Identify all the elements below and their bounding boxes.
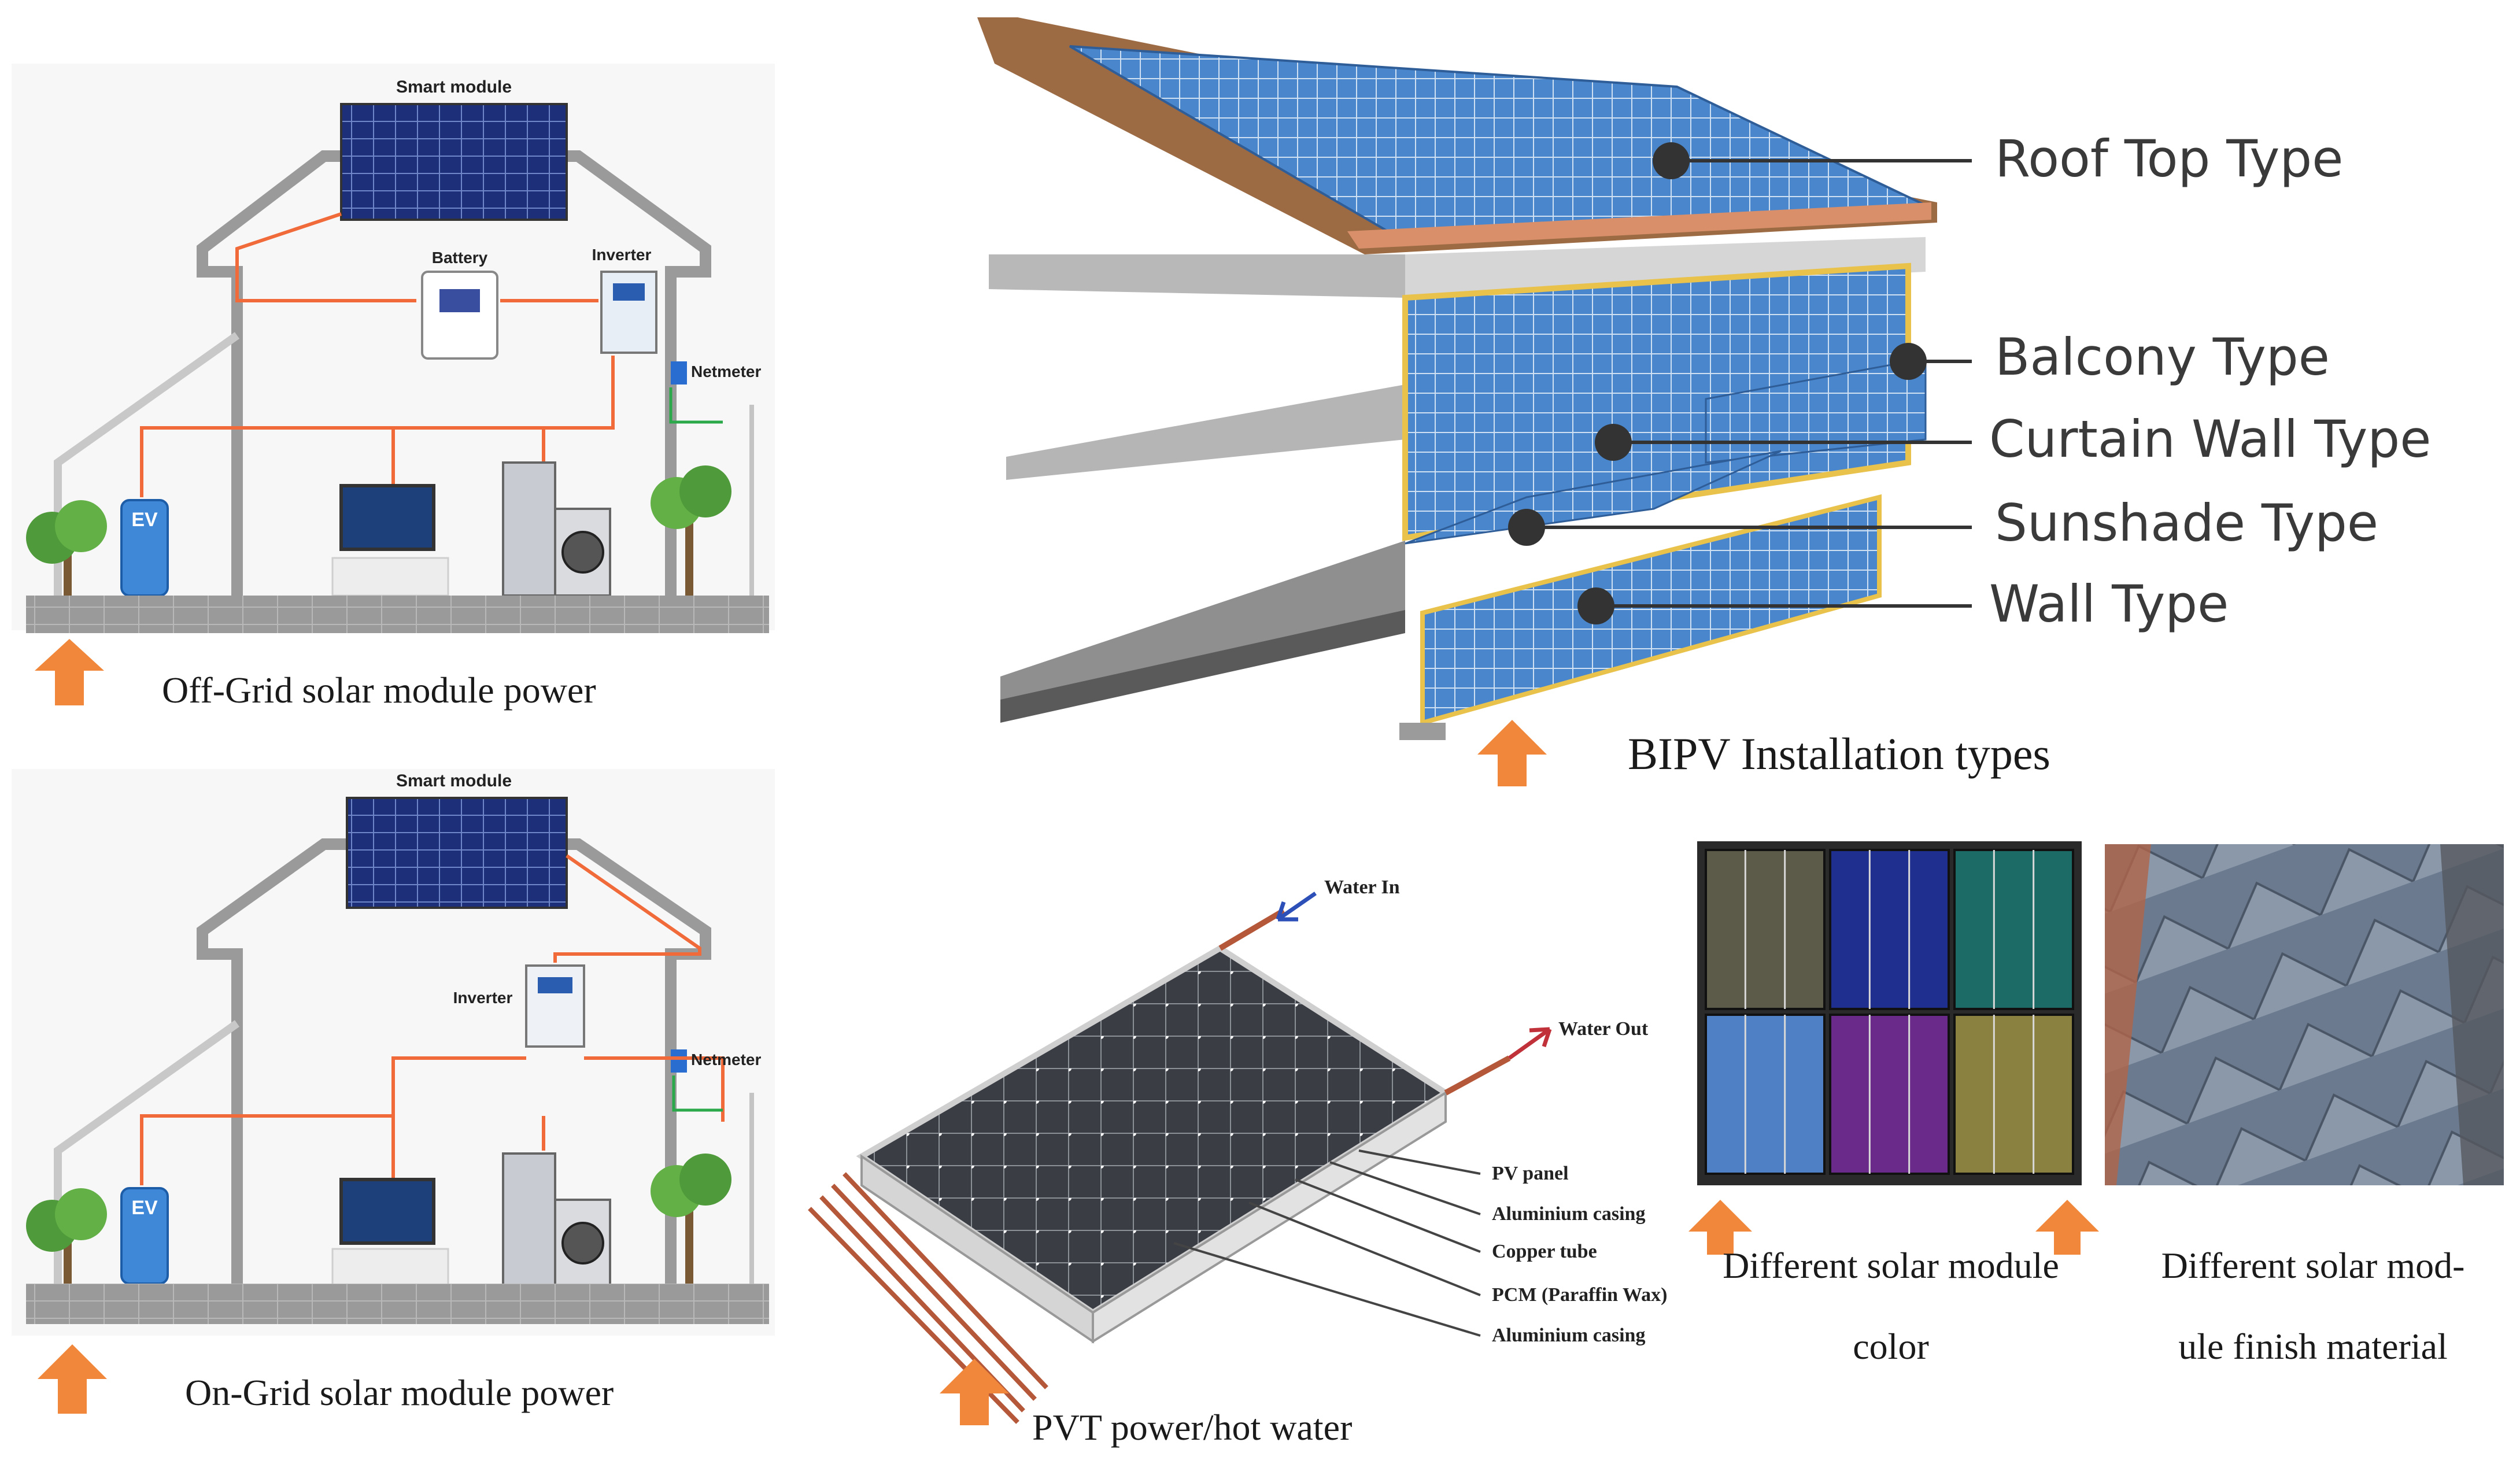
off-grid-netmeter-label: Netmeter	[691, 363, 761, 380]
off-grid-tv	[339, 484, 435, 551]
bipv-diagram: Roof Top Type Balcony Type Curtain Wall …	[977, 17, 2431, 786]
on-grid-solar-panel	[346, 797, 568, 909]
on-grid-inverter-label: Inverter	[453, 989, 513, 1007]
bipv-wall	[1420, 494, 1882, 726]
battery-unit	[421, 271, 498, 360]
bipv-floor-bottom	[1000, 541, 1405, 703]
finish-material-image	[2105, 844, 2504, 1185]
pvt-caption: PVT power/hot water	[1032, 1407, 1352, 1448]
water-in-label: Water In	[1324, 877, 1400, 898]
off-grid-smart-module-label: Smart module	[396, 77, 512, 97]
off-grid-diagram: Smart module Battery Inverter Netmeter E…	[12, 64, 775, 711]
bipv-caption: BIPV Installation types	[1628, 729, 2050, 779]
swatch-grid	[1705, 849, 2074, 1175]
bipv-floor-middle	[1006, 385, 1405, 480]
on-grid-ev-label: EV	[131, 1197, 158, 1219]
on-grid-tv	[339, 1178, 435, 1245]
pvt-layer-label: PV panel	[1492, 1163, 1569, 1184]
bipv-type-label: Curtain Wall Type	[1989, 409, 2431, 469]
wall-marker	[1577, 587, 1614, 624]
color-arrow-icon-right	[2035, 1200, 2099, 1255]
off-grid-trees	[26, 465, 731, 596]
color-swatch	[1829, 1014, 1950, 1175]
color-swatch	[1953, 1014, 2074, 1175]
pvt-diagram: Water In Water Out PV panel Aluminium ca…	[808, 877, 1667, 1448]
on-grid-ground	[26, 1284, 769, 1324]
off-grid-ground	[26, 596, 769, 633]
pvt-layer-label: Copper tube	[1492, 1241, 1597, 1262]
pvt-pv-panel	[856, 945, 1451, 1316]
color-swatch-panel: Different solar module color	[1688, 841, 2099, 1367]
off-grid-netmeter-unit	[671, 361, 687, 385]
off-grid-inverter-label: Inverter	[592, 246, 652, 264]
bipv-type-label: Balcony Type	[1995, 327, 2330, 387]
pvt-copper-tubes	[808, 1172, 1048, 1424]
off-grid-battery-label: Battery	[432, 249, 488, 267]
color-swatch	[1705, 849, 1826, 1010]
bipv-type-label: Wall Type	[1989, 574, 2229, 634]
on-grid-diagram: Smart module Inverter Netmeter EV On-Gri…	[12, 769, 775, 1414]
finish-caption-line1: Different solar mod-	[2161, 1245, 2465, 1286]
color-arrow-icon-left	[1688, 1200, 1752, 1255]
off-grid-ev-label: EV	[131, 509, 158, 531]
pvt-layer-label: Aluminium casing	[1492, 1203, 1645, 1225]
bipv-type-label: Sunshade Type	[1995, 493, 2378, 553]
off-grid-caption: Off-Grid solar module power	[162, 670, 596, 711]
on-grid-caption: On-Grid solar module power	[185, 1372, 614, 1413]
water-out-label: Water Out	[1558, 1018, 1649, 1040]
on-grid-inverter-unit	[525, 964, 585, 1048]
on-grid-smart-module-label: Smart module	[396, 771, 512, 790]
color-swatch	[1953, 849, 2074, 1010]
off-grid-solar-panel	[340, 103, 568, 221]
finish-material-panel: Different solar mod- ule finish material	[2105, 844, 2504, 1367]
bipv-type-label: Roof Top Type	[1995, 129, 2343, 188]
on-grid-arrow-icon	[38, 1344, 107, 1414]
bipv-floor-top	[989, 254, 1405, 298]
on-grid-appliances	[502, 1152, 556, 1288]
on-grid-trees	[26, 1154, 731, 1284]
color-swatch	[1705, 1014, 1826, 1175]
color-swatch	[1829, 849, 1950, 1010]
pvt-layer-label: Aluminium casing	[1492, 1325, 1645, 1346]
water-out-arrow-icon	[1507, 1027, 1552, 1060]
roof-top-marker	[1653, 142, 1690, 179]
balcony-marker	[1890, 343, 1927, 380]
bipv-sunshade	[1405, 450, 1782, 545]
curtain-wall-marker	[1595, 424, 1632, 461]
pvt-layer-label: PCM (Paraffin Wax)	[1492, 1284, 1667, 1306]
off-grid-arrow-icon	[35, 639, 104, 705]
bipv-arrow-icon	[1477, 720, 1547, 786]
on-grid-netmeter-label: Netmeter	[691, 1051, 761, 1069]
color-caption-line2: color	[1853, 1326, 1929, 1367]
bipv-curtain-wall	[1402, 263, 1911, 541]
sunshade-marker	[1508, 509, 1545, 546]
color-caption-line1: Different solar module	[1723, 1245, 2059, 1286]
off-grid-appliances	[502, 461, 556, 597]
on-grid-netmeter-unit	[671, 1049, 687, 1073]
pvt-arrow-icon	[940, 1359, 1009, 1425]
finish-caption-line2: ule finish material	[2178, 1326, 2448, 1367]
water-in-arrow-icon	[1276, 892, 1317, 922]
